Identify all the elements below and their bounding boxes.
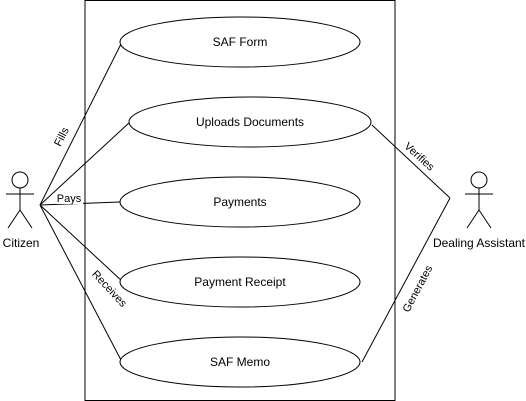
use-case-payment-receipt[interactable]: Payment Receipt xyxy=(119,256,361,308)
use-case-payments[interactable]: Payments xyxy=(119,176,361,228)
edge-label-generates: Generates xyxy=(399,261,436,316)
actor-citizen[interactable]: Citizen xyxy=(3,171,40,250)
use-case-saf-memo[interactable]: SAF Memo xyxy=(119,336,361,388)
actor-label: Citizen xyxy=(3,236,40,250)
use-case-label: SAF Memo xyxy=(210,355,270,369)
use-case-label: Uploads Documents xyxy=(196,115,304,129)
actor-label: Dealing Assistant xyxy=(433,236,526,250)
edge-label-pays: Pays xyxy=(55,192,83,205)
edge-label-fills: Fills xyxy=(51,125,72,148)
actor-dealing-assistant[interactable]: Dealing Assistant xyxy=(433,171,526,250)
use-case-saf-form[interactable]: SAF Form xyxy=(119,16,361,68)
association-verifies xyxy=(371,124,451,199)
stick-figure-icon xyxy=(465,171,493,229)
association-uploads xyxy=(39,121,131,206)
use-case-label: SAF Form xyxy=(213,35,268,49)
association-generates xyxy=(361,197,451,363)
edge-label-text: Fills xyxy=(52,125,72,148)
use-case-uploads-documents[interactable]: Uploads Documents xyxy=(128,96,372,148)
edge-label-text: Receives xyxy=(89,268,129,310)
use-case-label: Payments xyxy=(213,195,266,209)
citizen-associations xyxy=(39,41,131,363)
use-case-label: Payment Receipt xyxy=(194,275,286,289)
stick-figure-icon xyxy=(6,171,34,229)
association-fills xyxy=(39,41,123,206)
dealing-assistant-associations xyxy=(361,124,451,363)
association-receives xyxy=(39,204,123,363)
edge-label-text: Pays xyxy=(57,193,82,205)
association-receipt xyxy=(39,204,124,283)
edge-label-text: Generates xyxy=(401,263,436,314)
